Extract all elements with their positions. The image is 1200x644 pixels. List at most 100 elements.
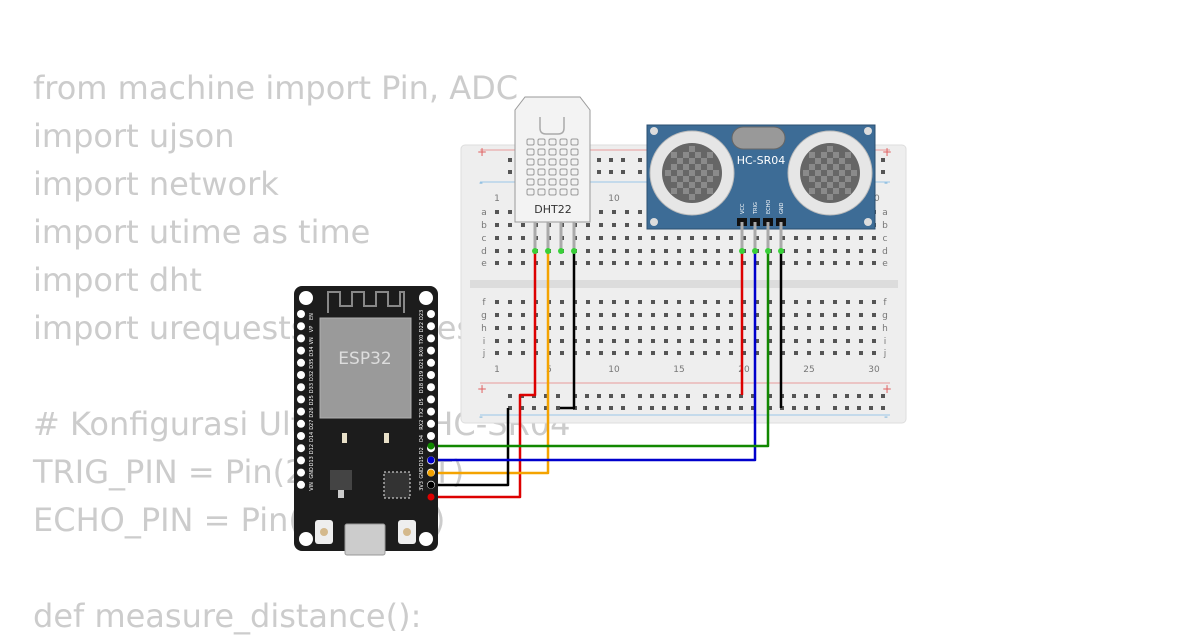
breadboard-hole bbox=[833, 249, 837, 253]
connection-dot bbox=[571, 248, 577, 254]
esp32-pin-right[interactable] bbox=[427, 371, 435, 379]
esp32-pin-right[interactable] bbox=[427, 334, 435, 343]
wire-hc-trig[interactable] bbox=[430, 250, 757, 462]
dht22-pin[interactable] bbox=[533, 222, 537, 250]
breadboard-hole bbox=[638, 313, 642, 317]
hcsr04-pin[interactable] bbox=[766, 222, 770, 250]
breadboard-hole bbox=[833, 261, 837, 265]
esp32-pin-left[interactable] bbox=[297, 371, 305, 379]
mesh-cell bbox=[845, 188, 851, 194]
breadboard-hole bbox=[638, 236, 642, 240]
mesh-cell bbox=[809, 152, 815, 158]
esp32-pin-left[interactable] bbox=[297, 468, 305, 477]
breadboard-hole bbox=[703, 313, 707, 317]
dht22-sensor[interactable]: DHT22 bbox=[514, 96, 591, 254]
esp32-pin-left[interactable] bbox=[297, 480, 305, 489]
esp32-pin-left[interactable] bbox=[297, 322, 305, 331]
breadboard-hole bbox=[846, 236, 850, 240]
esp32-pin-right[interactable] bbox=[427, 322, 435, 331]
esp32-pin-right[interactable] bbox=[427, 407, 435, 416]
esp32-pin-left[interactable] bbox=[297, 419, 305, 428]
breadboard-hole bbox=[495, 236, 499, 240]
esp32-pin-left[interactable] bbox=[297, 456, 305, 465]
esp32-pin-left[interactable] bbox=[297, 346, 305, 355]
breadboard-hole bbox=[755, 236, 759, 240]
mesh-cell bbox=[815, 170, 821, 176]
breadboard-hole bbox=[508, 351, 512, 355]
wire-hc-echo[interactable] bbox=[430, 250, 770, 448]
dht22-vent-slot bbox=[559, 138, 568, 146]
hcsr04-pin[interactable] bbox=[740, 222, 744, 250]
esp32-pin-left[interactable] bbox=[297, 334, 305, 343]
esp32-pin-right[interactable] bbox=[427, 395, 435, 404]
breadboard-hole bbox=[716, 261, 720, 265]
esp32-pin-left[interactable] bbox=[297, 407, 305, 416]
dht22-vent-slot bbox=[537, 158, 546, 166]
rail-plus-label-bl: + bbox=[477, 382, 487, 396]
esp32-pin-left[interactable] bbox=[297, 383, 305, 392]
esp32-pin-left[interactable] bbox=[297, 432, 305, 440]
esp32-pin-right[interactable] bbox=[427, 432, 435, 440]
breadboard-hole bbox=[794, 351, 798, 355]
breadboard-hole bbox=[716, 326, 720, 330]
breadboard-hole bbox=[599, 351, 603, 355]
rail-hole bbox=[833, 406, 837, 410]
connection-dot bbox=[545, 248, 551, 254]
row-letter: d bbox=[481, 247, 487, 257]
esp32-board[interactable]: ESP32 ENVPVND34D35D32D33D25D26D27D14D12D… bbox=[294, 286, 438, 556]
esp32-pin-left[interactable] bbox=[297, 310, 305, 318]
breadboard-hole bbox=[846, 261, 850, 265]
breadboard-hole bbox=[742, 326, 746, 330]
breadboard-hole bbox=[651, 351, 655, 355]
breadboard-hole bbox=[755, 326, 759, 330]
wire-dht-data[interactable] bbox=[430, 250, 550, 475]
esp32-pin-right[interactable] bbox=[427, 383, 435, 392]
breadboard-hole bbox=[599, 339, 603, 343]
rail-hole bbox=[792, 394, 796, 398]
breadboard-hole bbox=[625, 236, 629, 240]
mesh-cell bbox=[683, 188, 689, 194]
breadboard-hole bbox=[677, 351, 681, 355]
esp32-pin-label: VP bbox=[309, 326, 315, 332]
connection-dot bbox=[739, 248, 745, 254]
dht22-vent-slot bbox=[537, 168, 546, 176]
breadboard-hole bbox=[495, 223, 499, 227]
mesh-cell bbox=[683, 152, 689, 158]
esp32-pin-label: D18 bbox=[419, 383, 425, 393]
hcsr04-pin[interactable] bbox=[753, 222, 757, 250]
breadboard-hole bbox=[716, 249, 720, 253]
esp32-pin-right[interactable] bbox=[427, 419, 435, 428]
wire-ground-rail[interactable] bbox=[430, 408, 510, 487]
dht22-vent-slot bbox=[526, 158, 535, 166]
esp32-pin-right[interactable] bbox=[427, 358, 435, 367]
esp32-usb-port[interactable] bbox=[344, 523, 386, 556]
rail-hole bbox=[556, 394, 560, 398]
connection-dot bbox=[558, 248, 564, 254]
esp32-pin-left[interactable] bbox=[297, 358, 305, 367]
mesh-cell bbox=[827, 158, 833, 164]
dht22-vent-slot bbox=[537, 138, 546, 146]
dht22-pin[interactable] bbox=[572, 222, 576, 250]
rail-hole bbox=[715, 394, 719, 398]
dht22-pin[interactable] bbox=[559, 222, 563, 250]
wire-dht-vcc[interactable] bbox=[430, 250, 537, 499]
esp32-boot-button-cap bbox=[403, 528, 411, 536]
esp32-pin-right[interactable] bbox=[427, 346, 435, 355]
breadboard-hole bbox=[638, 300, 642, 304]
esp32-pin-left[interactable] bbox=[297, 444, 305, 453]
wire-dht-gnd[interactable] bbox=[560, 250, 576, 410]
dht22-pin[interactable] bbox=[546, 222, 550, 250]
breadboard-hole bbox=[703, 249, 707, 253]
esp32-pin-left[interactable] bbox=[297, 395, 305, 404]
esp32-pin-right[interactable] bbox=[427, 310, 435, 318]
hcsr04-pin[interactable] bbox=[779, 222, 783, 250]
dht22-pins bbox=[532, 222, 577, 254]
dht22-vent-slot bbox=[526, 168, 535, 176]
breadboard-hole bbox=[586, 249, 590, 253]
connection-dot bbox=[765, 248, 771, 254]
breadboard-hole bbox=[768, 300, 772, 304]
breadboard-hole bbox=[586, 313, 590, 317]
breadboard-hole bbox=[716, 351, 720, 355]
esp32-pin-label: D22 bbox=[419, 322, 425, 332]
